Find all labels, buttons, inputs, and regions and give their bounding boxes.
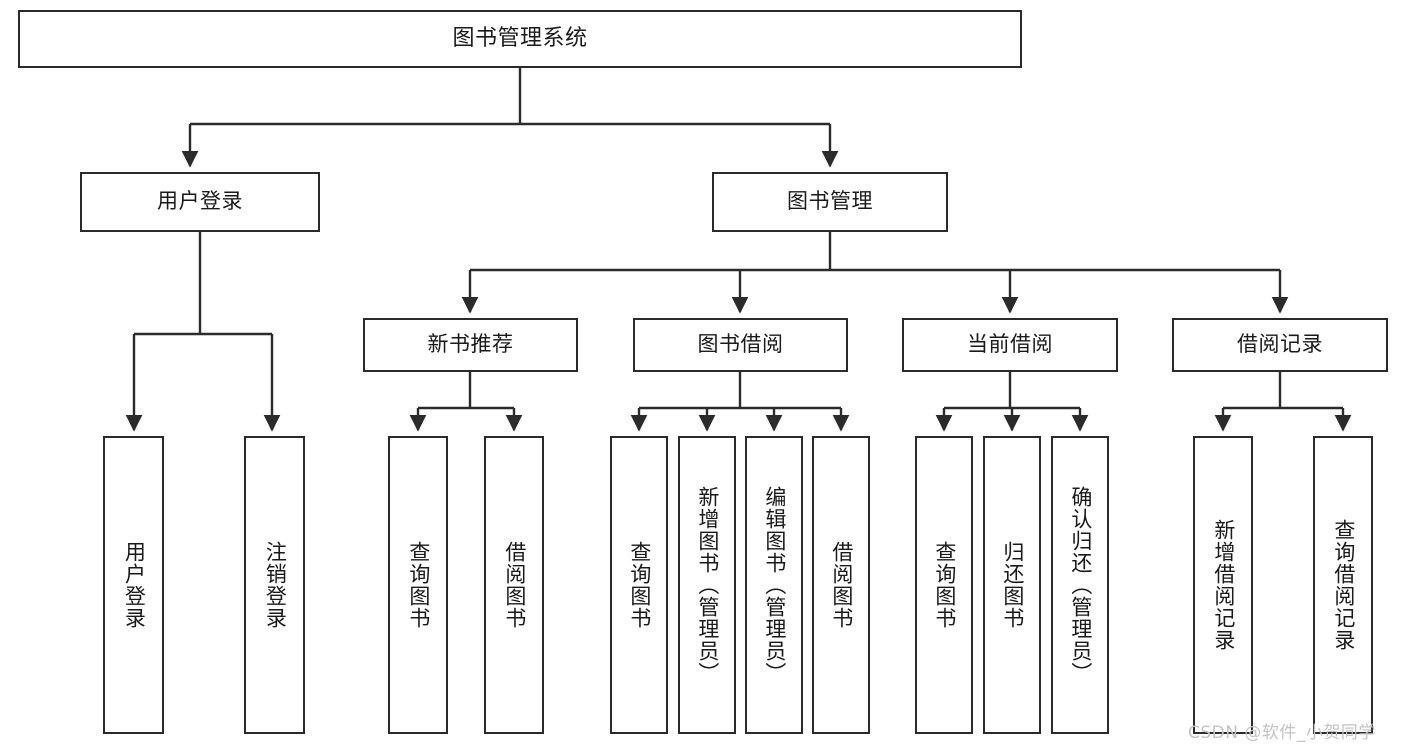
leaf-user-logout-label: 注销登录	[263, 541, 288, 629]
leaf-records-query[interactable]: 查询借阅记录	[1313, 436, 1373, 734]
leaf-borrow-query-label: 查询图书	[627, 541, 652, 629]
node-book-management[interactable]: 图书管理	[712, 172, 948, 232]
leaf-borrow-edit-book-label: 编辑图书（管理员）	[762, 486, 787, 684]
node-root[interactable]: 图书管理系统	[18, 10, 1022, 68]
leaf-user-login[interactable]: 用户登录	[103, 436, 164, 734]
watermark: CSDN @软件_小贺同学	[1188, 723, 1376, 743]
leaf-user-logout[interactable]: 注销登录	[244, 436, 305, 734]
node-book-borrow[interactable]: 图书借阅	[633, 318, 848, 372]
leaf-records-query-label: 查询借阅记录	[1331, 519, 1356, 651]
leaf-current-confirm-return[interactable]: 确认归还（管理员）	[1051, 436, 1109, 734]
leaf-new-books-borrow-label: 借阅图书	[502, 541, 527, 629]
node-current-borrow-label: 当前借阅	[967, 332, 1053, 357]
leaf-current-return-label: 归还图书	[1000, 541, 1025, 629]
leaf-records-add-label: 新增借阅记录	[1211, 519, 1236, 651]
node-new-book-recommend[interactable]: 新书推荐	[363, 318, 578, 372]
leaf-new-books-query[interactable]: 查询图书	[388, 436, 448, 734]
leaf-borrow-book[interactable]: 借阅图书	[812, 436, 870, 734]
leaf-current-return[interactable]: 归还图书	[983, 436, 1041, 734]
node-root-label: 图书管理系统	[452, 25, 588, 51]
leaf-borrow-book-label: 借阅图书	[829, 541, 854, 629]
node-current-borrow[interactable]: 当前借阅	[902, 318, 1118, 372]
leaf-borrow-add-book-label: 新增图书（管理员）	[695, 486, 720, 684]
node-borrow-records[interactable]: 借阅记录	[1172, 318, 1388, 372]
node-user-login-label: 用户登录	[157, 189, 243, 214]
leaf-borrow-add-book[interactable]: 新增图书（管理员）	[678, 436, 736, 734]
node-borrow-records-label: 借阅记录	[1237, 332, 1323, 357]
leaf-new-books-query-label: 查询图书	[406, 541, 431, 629]
leaf-new-books-borrow[interactable]: 借阅图书	[484, 436, 544, 734]
leaf-borrow-edit-book[interactable]: 编辑图书（管理员）	[745, 436, 803, 734]
node-book-management-label: 图书管理	[787, 189, 873, 214]
leaf-current-query[interactable]: 查询图书	[915, 436, 973, 734]
node-new-book-recommend-label: 新书推荐	[427, 332, 514, 357]
node-book-borrow-label: 图书借阅	[697, 332, 784, 357]
leaf-current-confirm-return-label: 确认归还（管理员）	[1068, 486, 1093, 684]
leaf-borrow-query[interactable]: 查询图书	[610, 436, 668, 734]
node-user-login[interactable]: 用户登录	[80, 172, 320, 232]
leaf-current-query-label: 查询图书	[932, 541, 957, 629]
leaf-user-login-label: 用户登录	[122, 541, 147, 629]
leaf-records-add[interactable]: 新增借阅记录	[1193, 436, 1253, 734]
